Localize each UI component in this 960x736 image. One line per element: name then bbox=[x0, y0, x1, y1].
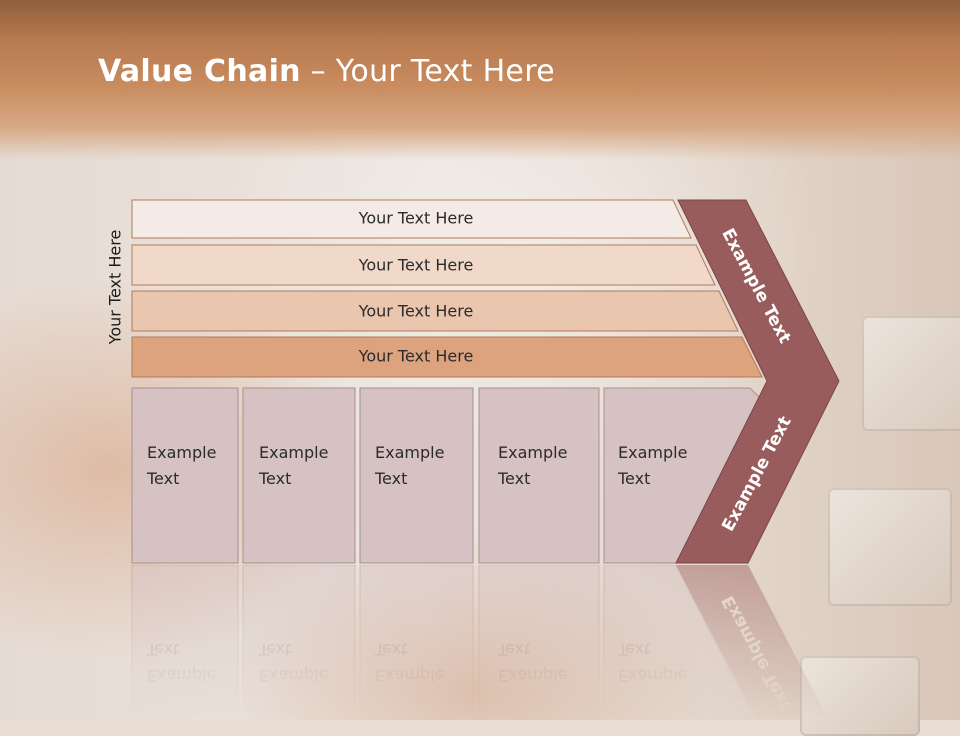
reflection-text-3b: Text bbox=[374, 640, 407, 659]
reflection-text-1b: Text bbox=[146, 640, 179, 659]
column-2-line2: Text bbox=[258, 469, 291, 488]
band-2-shape bbox=[131, 244, 716, 286]
slide-title: Value Chain – Your Text Here bbox=[98, 54, 555, 89]
reflection-text-1a: Example bbox=[147, 666, 216, 685]
reflection-column-4 bbox=[478, 564, 600, 720]
column-1: Example Text bbox=[131, 387, 239, 564]
reflection-column-2 bbox=[242, 564, 356, 720]
reflection-text-2a: Example bbox=[259, 666, 328, 685]
reflection-column-5 bbox=[603, 564, 756, 720]
column-5-line1: Example bbox=[618, 443, 687, 462]
band-4: Your Text Here bbox=[131, 336, 763, 378]
reflection-chevron bbox=[676, 565, 829, 720]
column-4-line1: Example bbox=[498, 443, 567, 462]
reflection-text-4b: Text bbox=[497, 640, 530, 659]
band-1: Your Text Here bbox=[131, 199, 692, 239]
band-2: Your Text Here bbox=[131, 244, 716, 286]
column-5: Example Text bbox=[603, 387, 761, 564]
margin-chevron: Example Text Example Text bbox=[675, 199, 840, 564]
title-bold: Value Chain bbox=[98, 54, 301, 89]
value-chain-diagram: Example Text Example Text Example Text E… bbox=[131, 199, 840, 720]
reflection-column-1 bbox=[131, 564, 239, 720]
column-5-line2: Text bbox=[617, 469, 650, 488]
bg-atm-key-2 bbox=[828, 488, 952, 606]
band-1-shape bbox=[131, 199, 692, 239]
primary-columns: Example Text Example Text Example Text E… bbox=[131, 387, 761, 564]
column-2: Example Text bbox=[242, 387, 356, 564]
reflection-text-4a: Example bbox=[498, 666, 567, 685]
column-4-shape bbox=[478, 387, 600, 564]
column-2-shape bbox=[242, 387, 356, 564]
bg-atm-key-1 bbox=[862, 316, 960, 431]
reflection-text-5a: Example bbox=[618, 666, 687, 685]
chevron-shape bbox=[675, 199, 840, 564]
band-3-shape bbox=[131, 290, 739, 332]
title-rest: – Your Text Here bbox=[300, 54, 555, 89]
band-4-shape bbox=[131, 336, 763, 378]
diagram-reflection: Example Text Example Text Example Text E… bbox=[131, 564, 829, 720]
column-3-line1: Example bbox=[375, 443, 444, 462]
support-bands: Your Text Here Your Text Here Your Text … bbox=[131, 199, 763, 378]
band-2-text: Your Text Here bbox=[358, 256, 474, 275]
band-3: Your Text Here bbox=[131, 290, 739, 332]
column-2-line1: Example bbox=[259, 443, 328, 462]
reflection-text-3a: Example bbox=[375, 666, 444, 685]
band-3-text: Your Text Here bbox=[358, 302, 474, 321]
band-4-text: Your Text Here bbox=[358, 347, 474, 366]
band-1-text: Your Text Here bbox=[358, 209, 474, 228]
column-3: Example Text bbox=[359, 387, 474, 564]
column-1-shape bbox=[131, 387, 239, 564]
column-3-shape bbox=[359, 387, 474, 564]
column-4-line2: Text bbox=[497, 469, 530, 488]
reflection-column-3 bbox=[359, 564, 474, 720]
reflection-text-5b: Text bbox=[617, 640, 650, 659]
column-3-line2: Text bbox=[374, 469, 407, 488]
column-4: Example Text bbox=[478, 387, 600, 564]
column-1-line2: Text bbox=[146, 469, 179, 488]
reflection-text-2b: Text bbox=[258, 640, 291, 659]
column-1-line1: Example bbox=[147, 443, 216, 462]
header-bar bbox=[0, 0, 960, 160]
